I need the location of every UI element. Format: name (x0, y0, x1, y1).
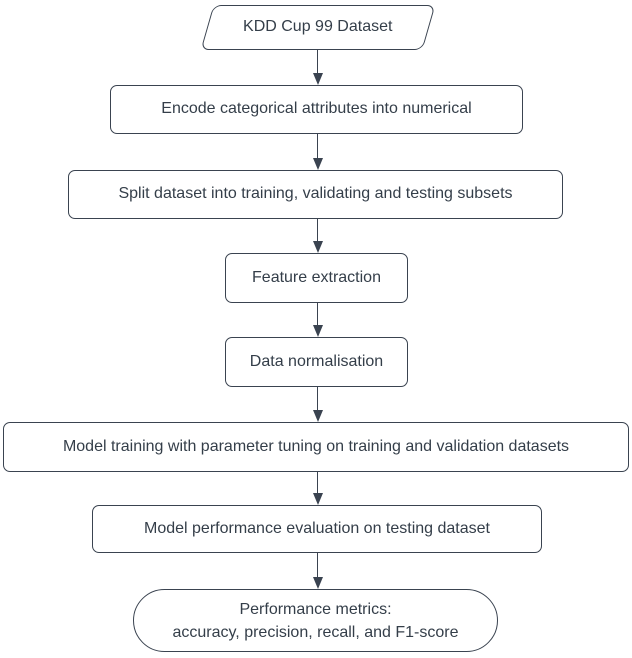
arrow-down-connector (311, 387, 324, 422)
arrow-stem (316, 387, 319, 410)
arrow-stem (316, 50, 319, 73)
flow-node-performance-metrics: Performance metrics: accuracy, precision… (133, 589, 498, 652)
arrow-down-connector (311, 472, 324, 505)
flow-node-model-training: Model training with parameter tuning on … (3, 422, 629, 472)
flow-node-encode-attributes: Encode categorical attributes into numer… (110, 85, 523, 134)
arrow-down-connector (311, 553, 324, 589)
flow-node-kdd-dataset: KDD Cup 99 Dataset (200, 5, 436, 50)
arrow-down-connector (311, 50, 324, 85)
arrowhead-icon (312, 410, 323, 422)
flow-node-label: KDD Cup 99 Dataset (243, 18, 393, 36)
flow-node-label-line1: Performance metrics: (239, 600, 392, 618)
arrowhead-icon (312, 158, 323, 170)
flow-node-label: Model training with parameter tuning on … (62, 437, 570, 455)
flow-node-label: Encode categorical attributes into numer… (161, 100, 472, 118)
flow-node-label: Data normalisation (249, 352, 384, 370)
flow-node-label: Model performance evaluation on testing … (144, 519, 490, 537)
arrowhead-icon (312, 577, 323, 589)
flow-node-feature-extraction: Feature extraction (225, 253, 408, 303)
arrow-down-connector (311, 134, 324, 170)
arrow-down-connector (311, 219, 324, 253)
arrow-down-connector (311, 303, 324, 337)
arrowhead-icon (312, 493, 323, 505)
flow-node-data-normalisation: Data normalisation (225, 337, 408, 387)
arrowhead-icon (312, 73, 323, 85)
arrow-stem (316, 134, 319, 158)
flow-node-label: Split dataset into training, validating … (118, 185, 513, 203)
arrow-stem (316, 553, 319, 577)
arrow-stem (316, 472, 319, 493)
arrow-stem (316, 303, 319, 325)
flow-node-label: Feature extraction (252, 268, 381, 286)
arrowhead-icon (312, 241, 323, 253)
flow-node-label-line2: accuracy, precision, recall, and F1-scor… (172, 623, 459, 641)
flow-node-model-evaluation: Model performance evaluation on testing … (92, 505, 542, 553)
arrowhead-icon (312, 325, 323, 337)
arrow-stem (316, 219, 319, 241)
flow-node-split-dataset: Split dataset into training, validating … (68, 170, 563, 219)
